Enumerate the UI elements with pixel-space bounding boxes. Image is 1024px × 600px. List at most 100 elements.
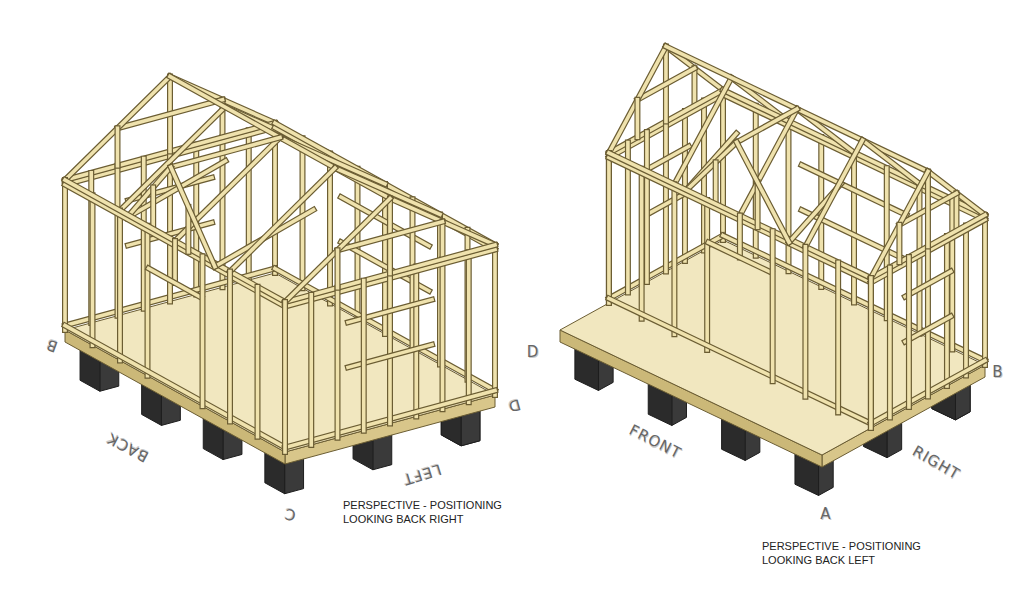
frame-member <box>65 77 170 181</box>
frame-member-outline <box>925 172 931 247</box>
frame-member-outline <box>737 142 789 242</box>
frame-member <box>283 302 287 452</box>
frame-member <box>65 326 285 448</box>
frame-member <box>607 153 611 303</box>
frame-member-outline <box>65 326 285 448</box>
frame-member <box>673 184 677 334</box>
frame-member <box>666 47 928 172</box>
frame-member <box>285 199 390 303</box>
frame-member <box>171 167 215 266</box>
frame-member <box>201 256 205 406</box>
frame-member <box>738 216 742 258</box>
frame-member-outline <box>606 153 612 303</box>
frame-member <box>173 241 177 283</box>
frame-member-outline <box>609 153 871 278</box>
edge-label: C <box>283 506 297 523</box>
frame-member <box>869 278 873 428</box>
frame-member-outline <box>684 142 736 192</box>
frame-member-outline <box>172 241 178 283</box>
edge-label: B <box>44 336 60 354</box>
frame-member <box>804 247 808 397</box>
frame-member <box>640 169 644 319</box>
frame-member <box>609 153 871 278</box>
frame-member-outline <box>171 167 215 266</box>
frame-member <box>336 250 340 288</box>
frame-member-outline <box>896 225 902 263</box>
frame-member-outline <box>639 169 645 319</box>
frame-member-outline <box>868 278 874 428</box>
frame-member <box>118 211 122 361</box>
frame-member <box>955 193 959 231</box>
frame-member <box>705 200 709 350</box>
frame-member <box>737 109 797 142</box>
frame-member-outline <box>227 272 233 422</box>
frame-member-outline <box>905 271 951 296</box>
frame-member-outline <box>963 226 969 376</box>
frame-member-outline <box>282 302 288 452</box>
frame-member <box>336 288 340 438</box>
frame-member-outline <box>65 180 285 302</box>
shed-frame-view <box>560 47 985 496</box>
frame-member-outline <box>308 295 314 445</box>
frame-member <box>388 274 392 424</box>
frame-member-outline <box>62 180 68 330</box>
frame-member <box>852 153 856 303</box>
frame-member-outline <box>737 216 743 258</box>
frame-member-outline <box>906 257 912 407</box>
frame-member <box>149 268 202 297</box>
frame-member <box>945 236 949 386</box>
edge-label: D <box>506 396 522 414</box>
frame-member <box>230 168 335 272</box>
frame-member <box>983 215 987 365</box>
frame-member-outline <box>737 109 797 142</box>
frame-member <box>907 257 911 407</box>
frame-member-outline <box>944 236 950 386</box>
frame-member-outline <box>230 168 335 272</box>
frame-member-outline <box>387 274 393 424</box>
frame-member-outline <box>786 121 792 271</box>
frame-member <box>721 90 725 240</box>
frame-member <box>684 142 736 192</box>
frame-member-outline <box>691 68 697 106</box>
frame-member-outline <box>413 266 419 416</box>
edge-label: RIGHT <box>910 444 962 483</box>
frame-member-outline <box>720 90 726 240</box>
frame-member <box>467 252 471 402</box>
frame-member <box>309 295 313 445</box>
frame-member <box>964 226 968 376</box>
frame-member <box>693 68 697 106</box>
frame-member <box>146 226 150 376</box>
frame-member <box>836 262 840 412</box>
frame-member <box>869 278 873 428</box>
frame-member <box>228 272 232 422</box>
frame-member-outline <box>348 300 432 323</box>
frame-member-outline <box>802 247 808 397</box>
frame-member-outline <box>255 287 261 437</box>
frame-member-outline <box>282 302 288 452</box>
frame-member <box>805 140 862 247</box>
frame-member <box>441 259 445 409</box>
frame-member-outline <box>805 140 862 247</box>
edge-label: A <box>820 507 831 522</box>
frame-member-outline <box>171 138 280 168</box>
frame-member-outline <box>149 268 202 297</box>
frame-member <box>926 247 930 397</box>
frame-member-outline <box>90 195 96 345</box>
frame-member-outline <box>65 77 170 181</box>
frame-member-outline <box>868 278 874 428</box>
frame-member <box>493 245 497 395</box>
frame-member-outline <box>835 262 841 412</box>
frame-member-outline <box>684 134 736 193</box>
frame-member <box>63 180 67 330</box>
frame-member-outline <box>666 47 928 172</box>
frame-member-outline <box>644 132 650 282</box>
frame-member <box>127 167 171 218</box>
frame-member-outline <box>905 316 951 341</box>
frame-member-outline <box>982 215 988 365</box>
frame-member <box>664 122 668 272</box>
caption-text: PERSPECTIVE - POSITIONING LOOKING BACK L… <box>762 540 962 568</box>
frame-member <box>926 172 930 247</box>
frame-member-outline <box>953 193 959 231</box>
